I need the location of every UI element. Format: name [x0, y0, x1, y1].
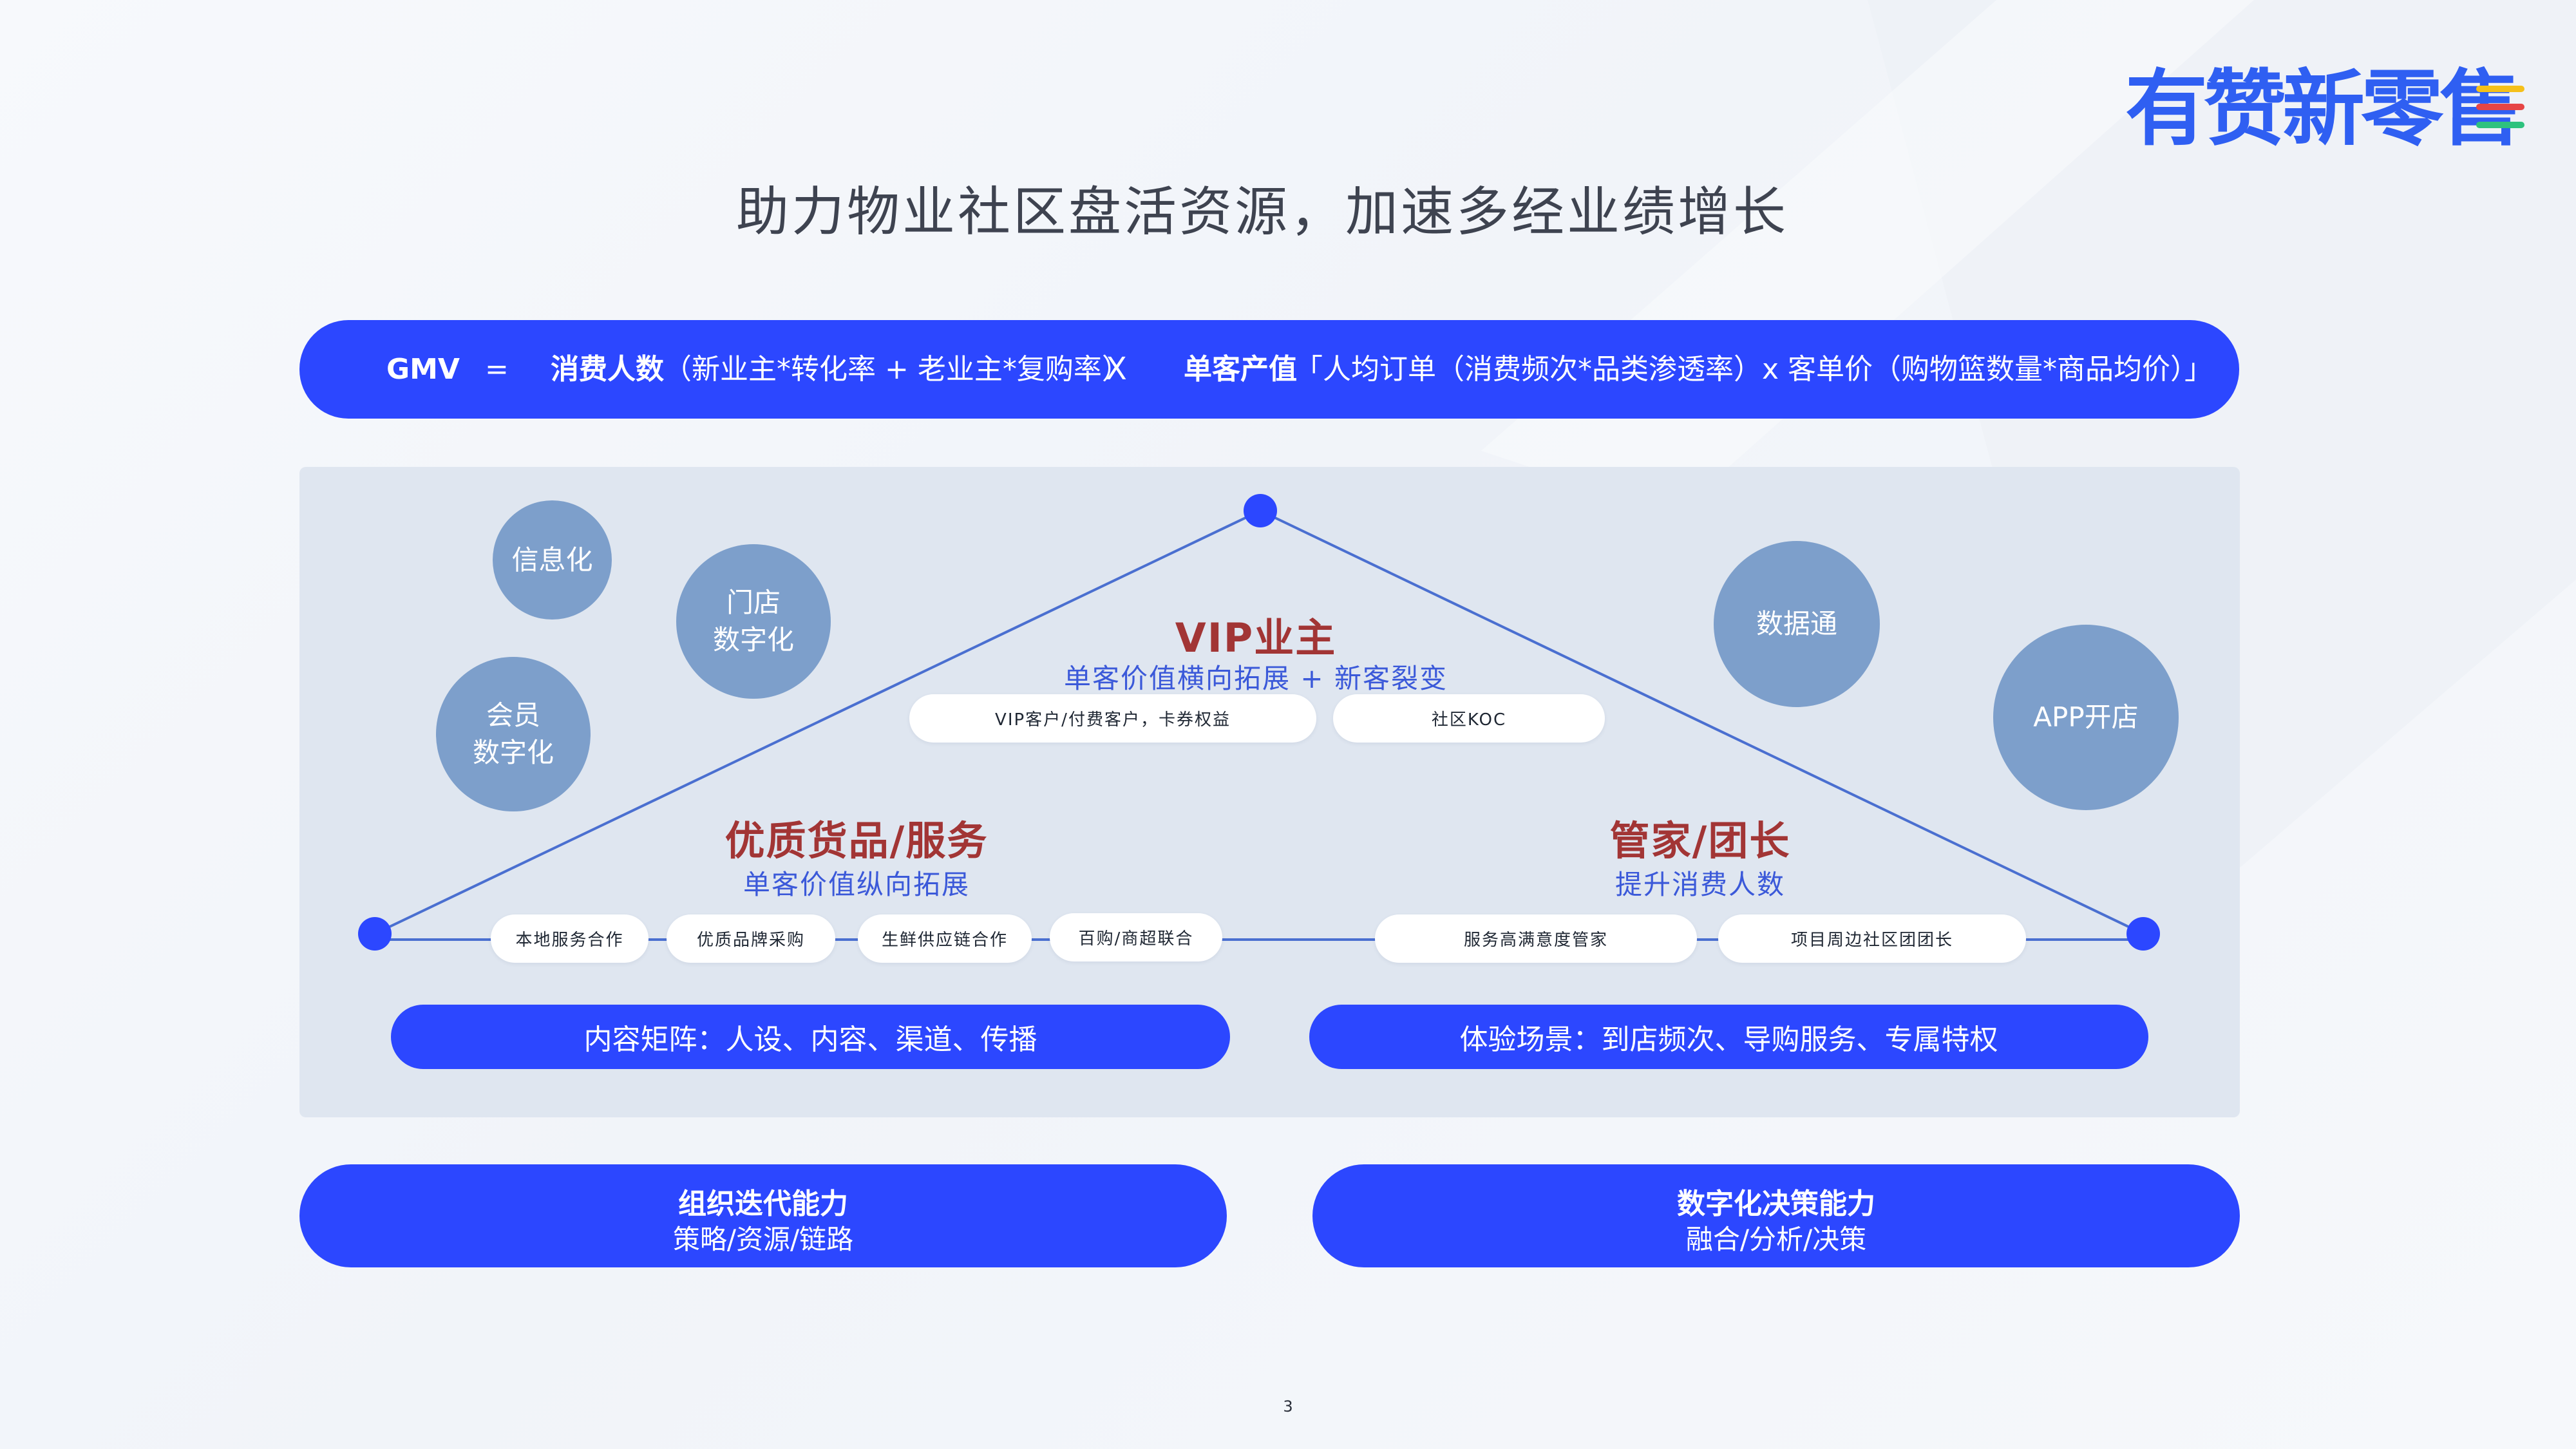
- consumer-count-formula: （新业主*转化率 + 老业主*复购率）: [663, 353, 1130, 386]
- brand-logo-lines: [2476, 86, 2524, 144]
- vip-title: VIP业主: [1175, 614, 1337, 661]
- brand-logo-text: 有赞新零售: [2125, 61, 2522, 157]
- quality-title: 优质货品/服务: [724, 817, 989, 864]
- equals-sign: =: [485, 353, 509, 386]
- info-circle: 信息化: [493, 500, 612, 620]
- customer-value-label: 单客产值: [1184, 353, 1297, 386]
- gmv-formula-bar: GMV = 消费人数 （新业主*转化率 + 老业主*复购率） X 单客产值 「人…: [299, 320, 2239, 419]
- digital-capability-sub: 融合/分析/决策: [1685, 1224, 1867, 1255]
- page-title: 助力物业社区盘活资源，加速多经业绩增长: [735, 182, 1788, 243]
- app-store-circle: APP开店: [1993, 625, 2179, 810]
- customer-value-formula: 「人均订单（消费频次*品类渗透率）x 客单价（购物篮数量*商品均价）」: [1294, 353, 2213, 386]
- quality-tag: 百购/商超联合: [1050, 913, 1222, 961]
- node-left: [358, 917, 392, 951]
- org-capability-title: 组织迭代能力: [678, 1188, 848, 1220]
- steward-title: 管家/团长: [1609, 817, 1791, 864]
- quality-tag: 生鲜供应链合作: [858, 914, 1032, 963]
- vip-subtitle: 单客价值横向拓展 + 新客裂变: [1064, 663, 1448, 694]
- steward-tag: 服务高满意度管家: [1375, 914, 1697, 963]
- node-top: [1244, 494, 1277, 527]
- digital-capability-title: 数字化决策能力: [1677, 1188, 1875, 1220]
- org-capability-pill: 组织迭代能力 策略/资源/链路: [299, 1164, 1227, 1267]
- quality-subtitle: 单客价值纵向拓展: [743, 869, 970, 900]
- page-number: 3: [1283, 1397, 1293, 1416]
- koc-tag: 社区KOC: [1333, 694, 1605, 743]
- vip-tag: VIP客户/付费客户，卡券权益: [909, 694, 1316, 743]
- consumer-count-label: 消费人数: [551, 353, 664, 386]
- member-digital-circle: 会员数字化: [436, 657, 591, 811]
- quality-tag: 优质品牌采购: [667, 914, 835, 963]
- content-matrix-pill: 内容矩阵：人设、内容、渠道、传播: [391, 1005, 1230, 1069]
- store-digital-circle: 门店数字化: [676, 544, 831, 699]
- data-link-circle: 数据通: [1714, 541, 1880, 707]
- digital-capability-pill: 数字化决策能力 融合/分析/决策: [1312, 1164, 2240, 1267]
- experience-pill: 体验场景：到店频次、导购服务、专属特权: [1309, 1005, 2148, 1069]
- brand-logo: 有赞新零售: [2125, 61, 2524, 158]
- node-right: [2126, 917, 2160, 951]
- gmv-label: GMV: [386, 353, 460, 386]
- quality-tag: 本地服务合作: [491, 914, 649, 963]
- org-capability-sub: 策略/资源/链路: [672, 1224, 854, 1255]
- multiply-sign: X: [1106, 351, 1127, 387]
- steward-subtitle: 提升消费人数: [1615, 869, 1785, 900]
- steward-tag: 项目周边社区团团长: [1718, 914, 2026, 963]
